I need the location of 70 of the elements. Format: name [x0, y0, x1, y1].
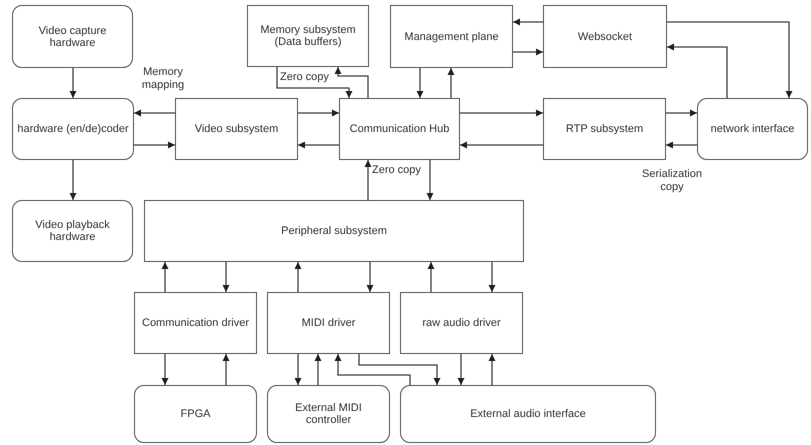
node-label: Video capture hardware — [38, 24, 108, 48]
hardware-box — [12, 200, 133, 262]
node-label: MIDI driver — [302, 317, 356, 329]
subsystem-box — [543, 98, 666, 160]
node-label: RTP subsystem — [566, 123, 644, 135]
arrow — [134, 142, 175, 148]
arrow — [416, 68, 424, 98]
arrow — [222, 354, 230, 385]
device-box — [134, 385, 257, 443]
arrow — [366, 262, 374, 292]
arrow — [276, 67, 352, 98]
subsystem-box — [144, 200, 524, 262]
arrow — [364, 160, 372, 200]
arrow — [460, 110, 543, 116]
arrow — [334, 67, 369, 98]
plane-box — [390, 5, 513, 68]
node-label: Video playback hardware — [34, 219, 111, 243]
interface-box — [697, 98, 808, 160]
driver-box — [267, 292, 390, 354]
node-label: hardware (en/de)coder — [17, 123, 129, 135]
arrow — [666, 110, 697, 116]
driver-box — [134, 292, 257, 354]
arrow — [667, 44, 728, 98]
arrow — [488, 262, 496, 292]
edge-label: Zero copy — [372, 164, 421, 178]
arrow — [448, 68, 454, 98]
node-label: External MIDI controller — [294, 402, 363, 426]
arrow — [358, 354, 440, 385]
hardware-box — [12, 5, 133, 68]
arrow — [294, 262, 302, 292]
node-label: FPGA — [180, 408, 210, 420]
driver-box — [400, 292, 523, 354]
edge-label: Zero copy — [280, 71, 329, 84]
node-label: Communication driver — [142, 317, 249, 329]
arrow — [667, 21, 792, 98]
arrow — [426, 160, 434, 200]
arrow — [222, 262, 230, 292]
arrow — [298, 142, 339, 148]
arrow — [513, 48, 543, 56]
hardware-box — [12, 98, 134, 160]
arrow — [294, 354, 302, 385]
arrow — [513, 18, 543, 26]
subsystem-box — [175, 98, 298, 160]
node-label: Video subsystem — [194, 123, 278, 135]
subsystem-box — [247, 5, 369, 67]
node-label: network interface — [710, 123, 794, 135]
device-box — [400, 385, 656, 443]
arrow — [70, 68, 76, 98]
node-label: Communication Hub — [350, 123, 450, 135]
arrow — [162, 262, 168, 292]
arrow — [460, 142, 543, 148]
arrow — [134, 110, 175, 116]
hub-box — [339, 98, 460, 160]
node-label: raw audio driver — [422, 317, 501, 329]
protocol-box — [543, 5, 667, 68]
node-label: Websocket — [578, 30, 632, 42]
node-label: Management plane — [404, 30, 499, 42]
arrow — [666, 142, 697, 148]
device-box — [267, 385, 390, 443]
arrow — [458, 354, 464, 385]
arrow — [70, 160, 76, 200]
node-label: Peripheral subsystem — [281, 225, 387, 237]
node-label: Memory subsystem (Data buffers) — [259, 24, 357, 48]
arrow — [428, 262, 434, 292]
arrow — [162, 354, 168, 385]
arrow — [298, 110, 339, 116]
arrow — [314, 354, 322, 385]
node-label: External audio interface — [470, 408, 586, 420]
arrow — [488, 354, 496, 385]
arrow — [334, 354, 411, 385]
